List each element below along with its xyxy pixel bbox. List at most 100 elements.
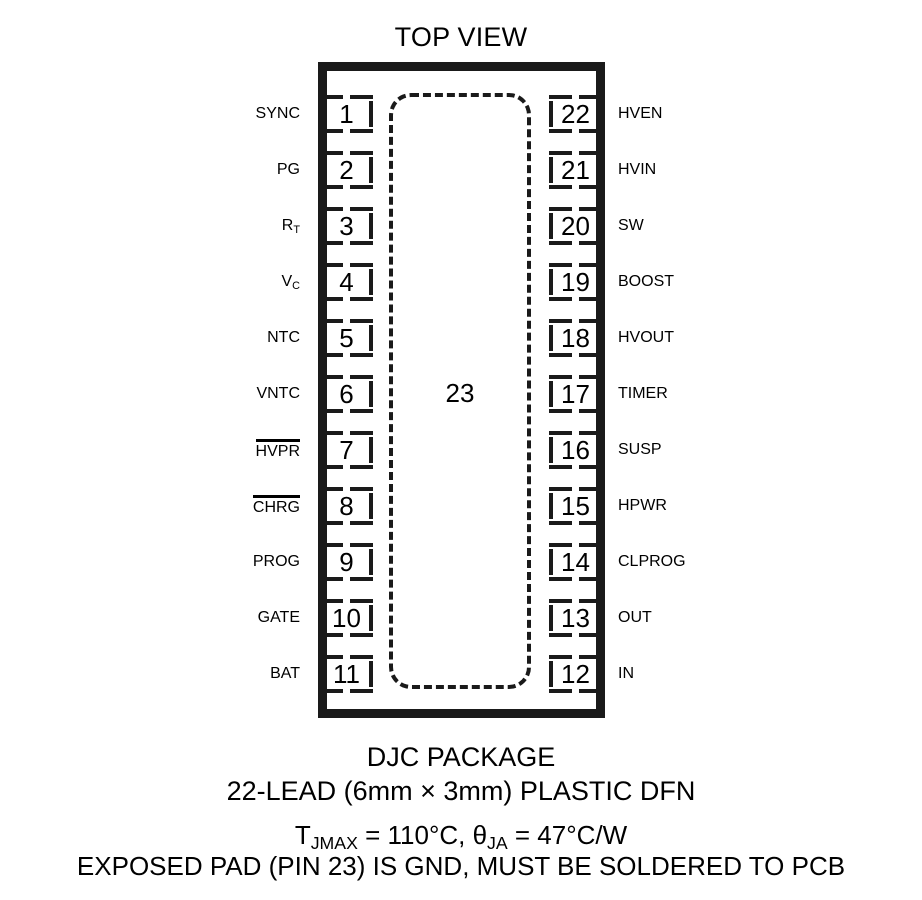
pin-label-hven: HVEN bbox=[618, 95, 662, 133]
pin-label-text: SYNC bbox=[255, 105, 300, 122]
pin-pad: 10 bbox=[320, 599, 373, 637]
pin-label-text: R bbox=[281, 217, 294, 234]
pin-number: 3 bbox=[339, 211, 354, 241]
pin-label-hvin: HVIN bbox=[618, 151, 656, 189]
pin-pad-top-rule bbox=[549, 655, 602, 659]
pin-pad-bottom-rule bbox=[320, 353, 373, 357]
pin-label-chrg: CHRG bbox=[252, 487, 300, 525]
pin-number: 17 bbox=[561, 379, 590, 409]
pin-label-text: HPWR bbox=[618, 497, 667, 514]
pin-pad-top-rule bbox=[549, 207, 602, 211]
pin-label-subscript: T bbox=[293, 224, 300, 237]
pin-pad: 18 bbox=[549, 319, 602, 357]
pin-pad-edge bbox=[369, 437, 373, 463]
pin-label-text: BAT bbox=[270, 665, 300, 682]
pin-label-v: VC bbox=[281, 263, 300, 301]
pin-label-r: RT bbox=[282, 207, 300, 245]
pin-pad-bottom-rule bbox=[549, 353, 602, 357]
pin-number: 8 bbox=[339, 491, 354, 521]
pin-pad: 6 bbox=[320, 375, 373, 413]
package-description: 22-LEAD (6mm × 3mm) PLASTIC DFN bbox=[226, 776, 696, 806]
pin-label-sync: SYNC bbox=[256, 95, 300, 133]
pin-pad-edge bbox=[549, 437, 553, 463]
pin-label-text: CHRG bbox=[252, 495, 300, 516]
pin-label-text: SUSP bbox=[618, 441, 662, 458]
pin-pad-edge bbox=[369, 213, 373, 239]
pin-pad: 15 bbox=[549, 487, 602, 525]
pin-pad-bottom-rule bbox=[549, 297, 602, 301]
theta-subscript: JA bbox=[487, 832, 508, 853]
pin-number: 6 bbox=[339, 379, 354, 409]
pin-pad-bottom-rule bbox=[549, 241, 602, 245]
pin-label-in: IN bbox=[618, 655, 634, 693]
pin-pad: 3 bbox=[320, 207, 373, 245]
pin-pad-top-rule bbox=[320, 207, 373, 211]
page-title: TOP VIEW bbox=[394, 22, 528, 52]
pin-pad-edge bbox=[549, 661, 553, 687]
pin-label-timer: TIMER bbox=[618, 375, 668, 413]
pin-label-gate: GATE bbox=[258, 599, 300, 637]
pin-label-text: OUT bbox=[618, 609, 652, 626]
pin-pad-edge bbox=[549, 269, 553, 295]
pin-pad-edge bbox=[549, 213, 553, 239]
pin-number: 20 bbox=[561, 211, 590, 241]
pin-number: 21 bbox=[561, 155, 590, 185]
pin-number: 11 bbox=[333, 659, 360, 689]
pin-label-boost: BOOST bbox=[618, 263, 674, 301]
pin-pad: 11 bbox=[320, 655, 373, 693]
pin-pad-top-rule bbox=[549, 375, 602, 379]
pin-number: 2 bbox=[339, 155, 354, 185]
pin-pad-edge bbox=[549, 605, 553, 631]
pin-pad-bottom-rule bbox=[320, 297, 373, 301]
pin-number: 9 bbox=[339, 547, 354, 577]
pin-number: 4 bbox=[339, 267, 354, 297]
pin-pad-edge bbox=[549, 381, 553, 407]
pin-pad-top-rule bbox=[549, 487, 602, 491]
pin-pad: 12 bbox=[549, 655, 602, 693]
pin-label-susp: SUSP bbox=[618, 431, 662, 469]
pin-label-subscript: C bbox=[292, 280, 300, 293]
pin-pad: 13 bbox=[549, 599, 602, 637]
pin-label-text: SW bbox=[618, 217, 644, 234]
pin-label-text: BOOST bbox=[618, 273, 675, 290]
pin-pad-edge bbox=[369, 101, 373, 127]
pin-label-text: V bbox=[281, 273, 293, 290]
pin-label-text: TIMER bbox=[618, 385, 668, 402]
pin-pad-edge bbox=[369, 325, 373, 351]
pin-number: 15 bbox=[561, 491, 590, 521]
pin-pad-edge bbox=[369, 269, 373, 295]
tjmax-value: = 110°C, bbox=[357, 820, 473, 850]
pin-number: 5 bbox=[339, 323, 354, 353]
pin-label-text: CLPROG bbox=[618, 553, 686, 570]
pin-pad-top-rule bbox=[320, 95, 373, 99]
pin-pad-edge bbox=[369, 661, 373, 687]
pin-number: 14 bbox=[561, 547, 590, 577]
pin-pad-top-rule bbox=[549, 431, 602, 435]
pin-label-text: IN bbox=[618, 665, 634, 682]
pin-pad-bottom-rule bbox=[549, 521, 602, 525]
pin-number: 19 bbox=[561, 267, 590, 297]
pin-pad-top-rule bbox=[320, 263, 373, 267]
pin-pad-bottom-rule bbox=[549, 409, 602, 413]
pin-pad-top-rule bbox=[549, 151, 602, 155]
pin-label-clprog: CLPROG bbox=[618, 543, 686, 581]
pin-number: 16 bbox=[561, 435, 590, 465]
pin-label-text: PROG bbox=[252, 553, 300, 570]
pin-pad: 22 bbox=[549, 95, 602, 133]
pin-pad: 4 bbox=[320, 263, 373, 301]
pin-pad-bottom-rule bbox=[549, 689, 602, 693]
pin-pad: 9 bbox=[320, 543, 373, 581]
pin-number: 7 bbox=[339, 435, 354, 465]
pin-label-text: HVPR bbox=[255, 439, 300, 460]
pin-pad-edge bbox=[369, 157, 373, 183]
theta-value: = 47°C/W bbox=[507, 820, 628, 850]
pin-label-text: VNTC bbox=[256, 385, 300, 402]
pin-pad-top-rule bbox=[320, 431, 373, 435]
pin-pad-top-rule bbox=[549, 263, 602, 267]
pin-pad: 17 bbox=[549, 375, 602, 413]
pin-pad-bottom-rule bbox=[320, 129, 373, 133]
pin-label-prog: PROG bbox=[253, 543, 300, 581]
pin-pad: 21 bbox=[549, 151, 602, 189]
pin-label-pg: PG bbox=[277, 151, 300, 189]
pin-pad-bottom-rule bbox=[320, 689, 373, 693]
